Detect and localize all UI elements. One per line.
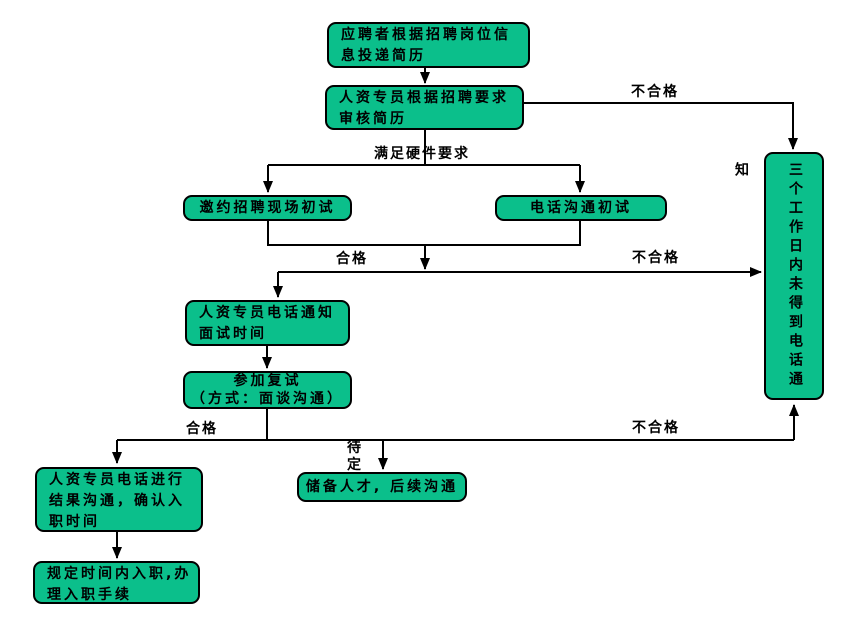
label-qualified-bottom: 合格: [186, 421, 218, 437]
node-talent-reserve: 储备人才, 后续沟通: [297, 472, 467, 502]
node-review-resume: 人资专员根据招聘要求 审核简历: [325, 85, 524, 130]
label-pending: 待 定: [347, 440, 363, 473]
connector-review-unqualified-to-no-notice: [524, 102, 798, 150]
label-meets-hardware-requirements: 满足硬件要求: [374, 146, 470, 162]
node-phone-interview: 电话沟通初试: [495, 195, 667, 221]
node-onboarding: 规定时间内入职,办 理入职手续: [33, 561, 200, 604]
node-notify-interview-time: 人资专员电话通知 面试时间: [185, 300, 350, 346]
label-unqualified-mid: 不合格: [632, 250, 680, 266]
node-result-communication: 人资专员电话进行 结果沟通，确认入 职时间: [35, 467, 203, 532]
node-no-phone-notice: 三个工作日内未得到电话通知: [733, 152, 824, 400]
node-apply-resume: 应聘者根据招聘岗位信 息投递简历: [327, 22, 530, 68]
label-unqualified-top: 不合格: [631, 84, 679, 100]
label-qualified-mid: 合格: [336, 251, 368, 267]
label-unqualified-bottom: 不合格: [632, 420, 680, 436]
node-second-interview: 参加复试 （方式：面谈沟通）: [183, 371, 352, 409]
node-onsite-interview: 邀约招聘现场初试: [183, 195, 352, 221]
